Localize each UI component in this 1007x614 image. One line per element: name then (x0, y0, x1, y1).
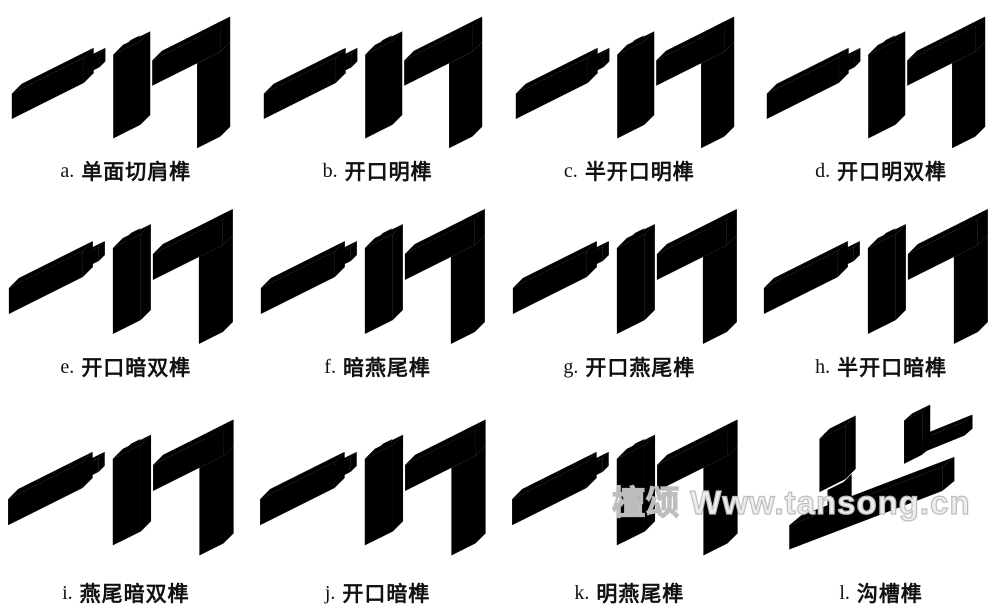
joint-letter-f: f. (324, 355, 336, 378)
joint-illustration-b (263, 16, 482, 149)
joint-cell-b: b. 开口明榫 (252, 0, 504, 192)
joint-illustration-l (789, 404, 973, 550)
joint-cell-j: j. 开口暗榫 (252, 388, 504, 614)
joint-name-l: 沟槽榫 (856, 582, 923, 606)
joint-cell-c: c. 半开口明榫 (504, 0, 756, 192)
joint-caption-i: i. 燕尾暗双榫 (62, 578, 190, 608)
joint-caption-a: a. 单面切肩榫 (60, 156, 191, 186)
joint-illustration-a (11, 16, 231, 149)
joint-cell-e: e. 开口暗双榫 (0, 192, 252, 388)
joint-cell-d: d. 开口明双榫 (755, 0, 1007, 192)
joint-letter-k: k. (574, 581, 590, 604)
joint-letter-l: l. (839, 581, 850, 604)
joint-name-a: 单面切肩榫 (81, 160, 192, 184)
joint-letter-a: a. (60, 159, 75, 182)
joint-caption-f: f. 暗燕尾榫 (324, 352, 431, 382)
joint-cell-a: a. 单面切肩榫 (0, 0, 252, 192)
joint-illustration-f (260, 209, 485, 344)
joint-caption-k: k. 明燕尾榫 (574, 578, 684, 608)
joint-name-d: 开口明双榫 (837, 160, 948, 184)
joint-cell-l: l. 沟槽榫 (755, 388, 1007, 614)
joint-caption-h: h. 半开口暗榫 (815, 352, 947, 382)
joint-illustration-d (767, 16, 986, 149)
joint-illustration-h (764, 209, 989, 344)
joint-illustration-e (8, 209, 233, 344)
joint-caption-j: j. 开口暗榫 (325, 578, 431, 608)
joint-illustration-c (515, 16, 734, 149)
joint-name-e: 开口暗双榫 (81, 356, 192, 380)
joint-name-i: 燕尾暗双榫 (79, 582, 190, 606)
joint-caption-e: e. 开口暗双榫 (60, 352, 191, 382)
joint-illustration-j (259, 419, 486, 556)
joint-cell-f: f. 暗燕尾榫 (252, 192, 504, 388)
joint-caption-b: b. 开口明榫 (323, 156, 433, 186)
joint-illustration-g (512, 209, 737, 344)
joint-name-h: 半开口暗榫 (837, 356, 948, 380)
joint-letter-e: e. (60, 355, 75, 378)
joint-name-k: 明燕尾榫 (596, 582, 685, 606)
joint-name-j: 开口暗榫 (342, 582, 431, 606)
joint-letter-i: i. (62, 581, 73, 604)
joint-letter-c: c. (563, 159, 578, 182)
joint-letter-b: b. (322, 159, 338, 182)
joint-name-f: 暗燕尾榫 (342, 356, 431, 380)
joint-name-b: 开口明榫 (344, 160, 433, 184)
joint-caption-g: g. 开口燕尾榫 (563, 352, 695, 382)
joint-letter-h: h. (815, 355, 831, 378)
joint-illustration-k (511, 419, 738, 556)
joint-letter-d: d. (815, 159, 831, 182)
joint-illustration-i (8, 419, 234, 556)
joint-caption-c: c. 半开口明榫 (564, 156, 695, 186)
joint-cell-h: h. 半开口暗榫 (755, 192, 1007, 388)
joint-cell-g: g. 开口燕尾榫 (504, 192, 756, 388)
joint-cell-k: k. 明燕尾榫 (504, 388, 756, 614)
joint-cell-i: i. 燕尾暗双榫 (0, 388, 252, 614)
joint-caption-l: l. 沟槽榫 (839, 578, 923, 608)
joint-name-c: 半开口明榫 (584, 160, 695, 184)
joint-letter-g: g. (563, 355, 579, 378)
joint-name-g: 开口燕尾榫 (585, 356, 696, 380)
joint-caption-d: d. 开口明双榫 (815, 156, 947, 186)
joint-letter-j: j. (324, 581, 336, 604)
